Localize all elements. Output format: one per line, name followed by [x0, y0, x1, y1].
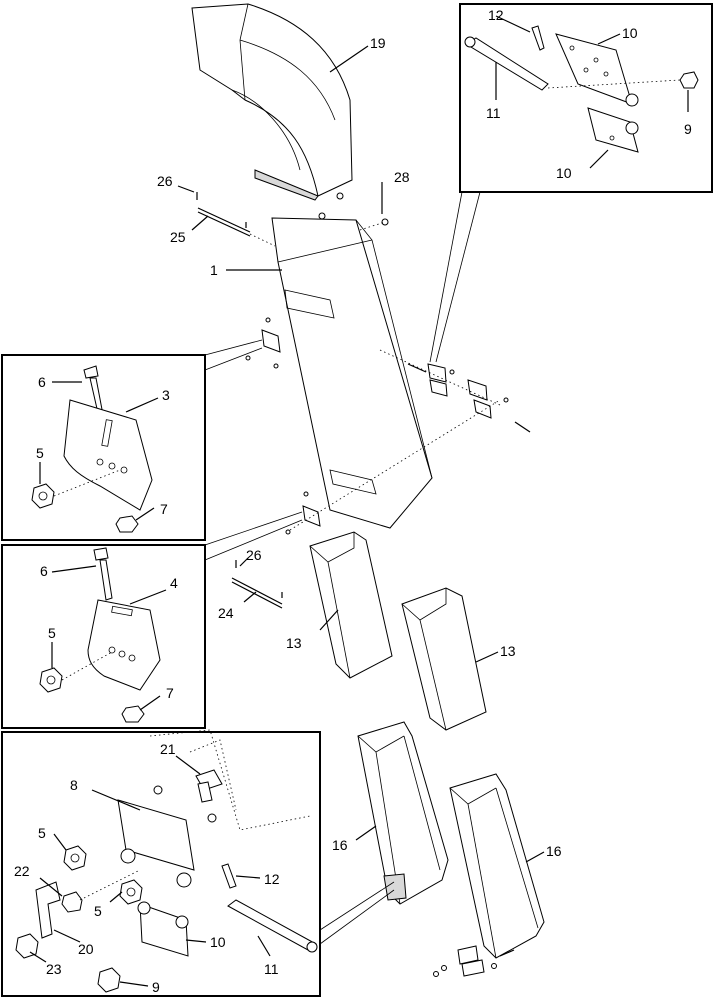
label-16-left: 16 [332, 837, 348, 853]
label-12-bottom: 12 [264, 871, 280, 887]
pins-28 [318, 192, 389, 231]
label-5-b: 5 [48, 625, 56, 641]
bracket-3-small [245, 317, 281, 369]
rod-25 [196, 192, 276, 247]
label-13-right: 13 [500, 643, 516, 659]
label-4: 4 [170, 575, 178, 591]
label-9-inset: 9 [684, 121, 692, 137]
label-22: 22 [14, 863, 30, 879]
rod-24 [231, 560, 283, 609]
bracket-4-small [285, 491, 321, 535]
main-tube [271, 217, 433, 529]
hinge-parts-bottom [433, 945, 515, 977]
label-26-mid: 26 [246, 547, 262, 563]
label-13-left: 13 [286, 635, 302, 651]
inset-bottom-hinge [1, 729, 395, 997]
label-26-top: 26 [157, 173, 173, 189]
label-16-right: 16 [546, 843, 562, 859]
label-24: 24 [218, 605, 234, 621]
label-5-a: 5 [36, 445, 44, 461]
leader-lines [29, 15, 689, 987]
label-7-b: 7 [166, 685, 174, 701]
label-10-bottom: 10 [210, 934, 226, 950]
label-19: 19 [370, 35, 386, 51]
label-6-b: 6 [40, 563, 48, 579]
label-7-a: 7 [160, 501, 168, 517]
part-labels: 19 28 26 25 1 12 10 11 9 10 6 3 5 7 6 4 … [14, 7, 692, 995]
label-6-a: 6 [38, 374, 46, 390]
label-10-inset-bottom: 10 [556, 165, 572, 181]
hinge-plates-small [379, 349, 531, 433]
label-21: 21 [160, 741, 176, 757]
label-25: 25 [170, 229, 186, 245]
label-11-inset: 11 [486, 105, 501, 121]
label-20: 20 [78, 941, 94, 957]
label-8: 8 [70, 777, 78, 793]
inset-bracket-3 [1, 339, 263, 541]
label-28: 28 [394, 169, 410, 185]
label-10-inset-top: 10 [622, 25, 638, 41]
label-1: 1 [210, 262, 218, 278]
label-12-inset: 12 [488, 7, 504, 23]
extension-tube-13-left [309, 531, 393, 679]
extension-tube-13-right [401, 587, 487, 731]
inset-hinge-detail [429, 3, 713, 363]
label-5-d: 5 [94, 903, 102, 919]
extension-tube-16-right [449, 773, 545, 959]
label-3: 3 [162, 387, 170, 403]
label-5-c: 5 [38, 825, 46, 841]
label-11-bottom: 11 [264, 961, 279, 977]
label-9-bottom: 9 [152, 979, 160, 995]
label-23: 23 [46, 961, 62, 977]
inset-bracket-4 [1, 511, 303, 729]
elbow-spout [191, 3, 353, 201]
extension-tube-16-left [357, 721, 449, 905]
